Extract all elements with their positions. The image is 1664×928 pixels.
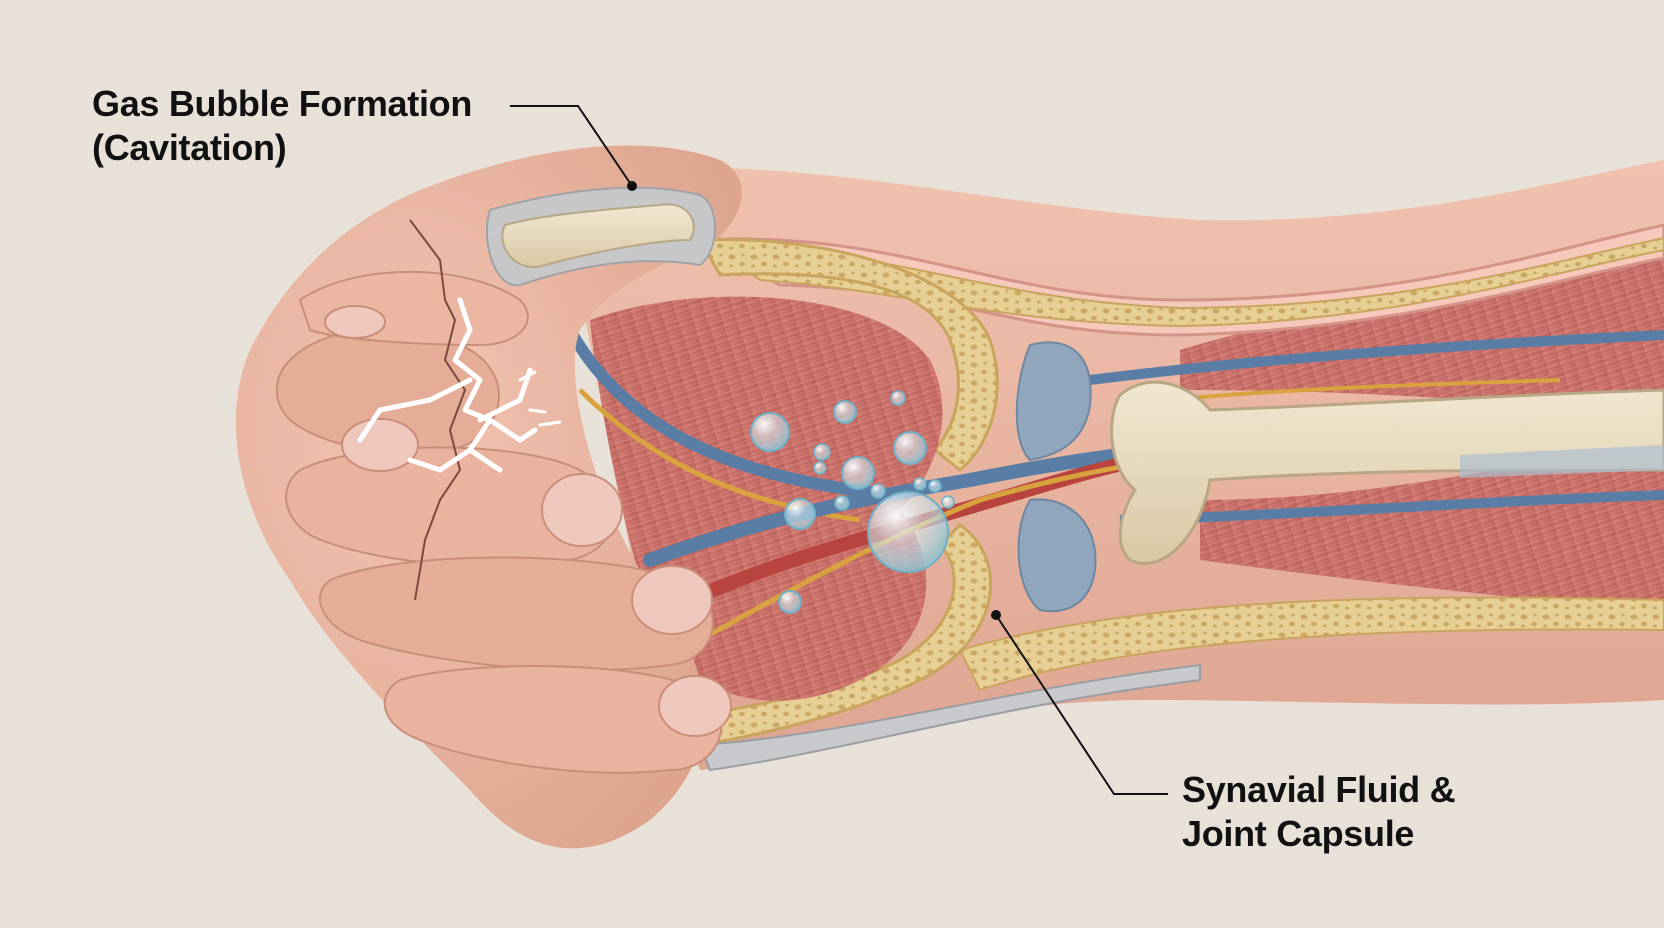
leader-lines — [510, 105, 1168, 795]
gas-bubble — [893, 431, 927, 465]
callout-synovial-fluid-joint-capsule: Synavial Fluid & Joint Capsule — [1182, 768, 1456, 856]
leader-dot-synovial-fluid — [991, 610, 1001, 620]
crack-effect — [357, 219, 562, 601]
leader-line-gas-bubble — [510, 105, 633, 187]
gas-bubble — [841, 456, 875, 490]
gas-bubble — [784, 498, 816, 530]
gas-bubble — [833, 400, 857, 424]
gas-bubble — [913, 477, 927, 491]
gas-bubble — [813, 461, 827, 475]
gas-bubble — [750, 412, 790, 452]
leader-line-synovial-fluid — [995, 614, 1168, 795]
gas-bubble — [928, 479, 942, 493]
lower-bone-layers — [698, 596, 1664, 772]
callout-line: Synavial Fluid & — [1182, 769, 1456, 810]
callout-line: Gas Bubble Formation — [92, 83, 473, 124]
gas-bubble — [813, 443, 831, 461]
leader-dot-gas-bubble — [627, 181, 637, 191]
callout-gas-bubble-formation: Gas Bubble Formation (Cavitation) — [92, 82, 472, 170]
gas-bubble — [867, 491, 949, 573]
phalanx-bone — [485, 186, 716, 287]
gas-bubble — [941, 495, 955, 509]
articular-cartilage — [1015, 341, 1097, 613]
callout-line: Joint Capsule — [1182, 813, 1415, 854]
gas-bubble — [870, 483, 886, 499]
gas-bubble — [778, 590, 802, 614]
gas-bubble — [890, 390, 906, 406]
callout-line: (Cavitation) — [92, 127, 287, 168]
forearm-bone — [1110, 380, 1664, 565]
gas-bubbles — [750, 390, 955, 614]
gas-bubble — [834, 495, 850, 511]
